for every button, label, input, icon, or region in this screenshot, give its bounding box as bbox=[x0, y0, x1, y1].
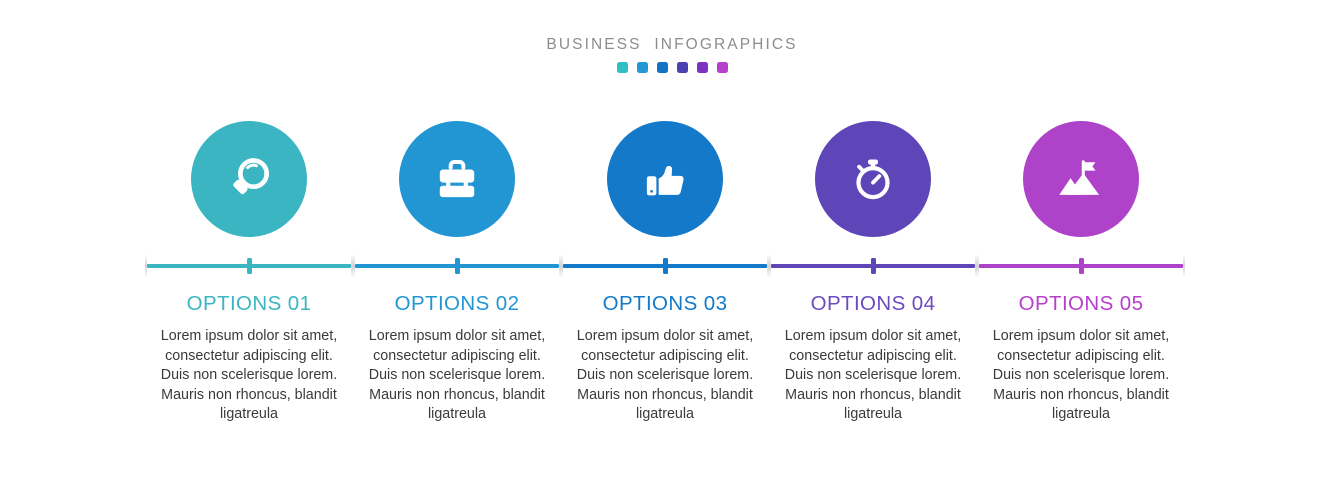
step-title-options-03: OPTIONS 03 bbox=[602, 292, 728, 315]
step-column-5: OPTIONS 05 Lorem ipsum dolor sit amet, co… bbox=[977, 0, 1185, 500]
step-column-4: OPTIONS 04 Lorem ipsum dolor sit amet, co… bbox=[769, 0, 977, 500]
step-title-options-01: OPTIONS 01 bbox=[186, 292, 312, 315]
connector-tick bbox=[1078, 258, 1084, 274]
dot-row bbox=[0, 62, 1344, 73]
dot-2 bbox=[636, 62, 648, 73]
icon-circle-wrap-3 bbox=[561, 121, 769, 237]
step-body-options-02: Lorem ipsum dolor sit amet, consectetur … bbox=[368, 328, 546, 423]
connector-bar-4 bbox=[769, 254, 977, 278]
step-body-options-03: Lorem ipsum dolor sit amet, consectetur … bbox=[576, 328, 754, 423]
page-title: BUSINESS INFOGRAPHICS bbox=[546, 36, 798, 53]
connector-bar-5 bbox=[977, 254, 1185, 278]
connector-cap-right bbox=[559, 254, 561, 278]
connector-tick bbox=[662, 258, 668, 274]
step-title-options-04: OPTIONS 04 bbox=[810, 292, 936, 315]
step-column-2: OPTIONS 02 Lorem ipsum dolor sit amet, co… bbox=[353, 0, 561, 500]
step-body-options-05: Lorem ipsum dolor sit amet, consectetur … bbox=[992, 328, 1170, 423]
connector-bar-1 bbox=[145, 254, 353, 278]
steps-row: OPTIONS 01 Lorem ipsum dolor sit amet, co… bbox=[145, 0, 1199, 500]
connector-tick bbox=[246, 258, 252, 274]
icon-circle-wrap-5 bbox=[977, 121, 1185, 237]
header: BUSINESS INFOGRAPHICS bbox=[0, 36, 1344, 73]
icon-circle-wrap-4 bbox=[769, 121, 977, 237]
stopwatch-icon bbox=[844, 150, 902, 208]
connector-bar-2 bbox=[353, 254, 561, 278]
dot-4 bbox=[676, 62, 688, 73]
step-column-1: OPTIONS 01 Lorem ipsum dolor sit amet, co… bbox=[145, 0, 353, 500]
step-body-options-04: Lorem ipsum dolor sit amet, consectetur … bbox=[784, 328, 962, 423]
dot-5 bbox=[696, 62, 708, 73]
connector-cap-right bbox=[767, 254, 769, 278]
thumbs-up-icon bbox=[636, 150, 694, 208]
icon-circle-options-04[interactable] bbox=[815, 121, 931, 237]
icon-circle-wrap-2 bbox=[353, 121, 561, 237]
magnifier-icon bbox=[220, 150, 278, 208]
dot-1 bbox=[616, 62, 628, 73]
step-title-options-05: OPTIONS 05 bbox=[1018, 292, 1144, 315]
connector-cap-left bbox=[769, 254, 771, 278]
connector-cap-right bbox=[975, 254, 977, 278]
dot-6 bbox=[716, 62, 728, 73]
icon-circle-wrap-1 bbox=[145, 121, 353, 237]
mountain-flag-icon bbox=[1052, 150, 1110, 208]
icon-circle-options-01[interactable] bbox=[191, 121, 307, 237]
connector-cap-left bbox=[561, 254, 563, 278]
connector-cap-right bbox=[351, 254, 353, 278]
briefcase-icon bbox=[428, 150, 486, 208]
connector-cap-left bbox=[353, 254, 355, 278]
connector-tick bbox=[870, 258, 876, 274]
connector-cap-right bbox=[1183, 254, 1185, 278]
dot-3 bbox=[656, 62, 668, 73]
connector-cap-left bbox=[977, 254, 979, 278]
icon-circle-options-05[interactable] bbox=[1023, 121, 1139, 237]
icon-circle-options-02[interactable] bbox=[399, 121, 515, 237]
connector-tick bbox=[454, 258, 460, 274]
step-body-options-01: Lorem ipsum dolor sit amet, consectetur … bbox=[160, 328, 338, 423]
step-column-3: OPTIONS 03 Lorem ipsum dolor sit amet, co… bbox=[561, 0, 769, 500]
icon-circle-options-03[interactable] bbox=[607, 121, 723, 237]
connector-cap-left bbox=[145, 254, 147, 278]
connector-bar-3 bbox=[561, 254, 769, 278]
step-title-options-02: OPTIONS 02 bbox=[394, 292, 520, 315]
